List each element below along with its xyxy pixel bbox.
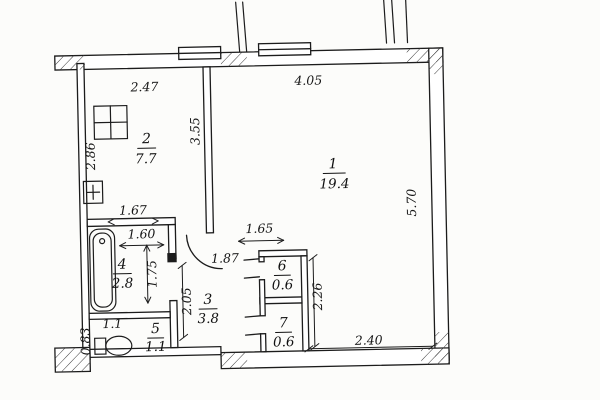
room-1-label: 1 19.4 (319, 156, 349, 193)
dim-2-47: 2.47 (129, 79, 158, 95)
dim-1-60: 1.60 (127, 226, 155, 242)
windows (177, 42, 312, 61)
room-4-label: 4 2.8 (111, 257, 134, 292)
dim-1-67: 1.67 (119, 202, 147, 218)
room-6-area: 0.6 (272, 277, 294, 293)
dim-4-05: 4.05 (293, 72, 322, 88)
kitchen-room1-wall (202, 66, 215, 234)
room-6-label: 6 0.6 (272, 258, 294, 293)
dim-2-86: 2.86 (83, 142, 99, 171)
room-2-number: 2 (141, 131, 151, 147)
top-wall (54, 47, 444, 71)
bathtub-icon (88, 228, 117, 312)
room-7-number: 7 (279, 315, 288, 331)
room-5-label: 5 1.1 (145, 321, 167, 355)
room-2-area: 7.7 (135, 151, 157, 167)
dim-3-55: 3.55 (187, 117, 203, 145)
room-labels: 1 19.4 2 7.7 3 3.8 4 2.8 5 (111, 131, 350, 355)
dim-5-70: 5.70 (404, 189, 420, 217)
bath-toilet-wall (88, 311, 171, 321)
room-4-area: 2.8 (111, 275, 134, 291)
closet7-door-leaf-top (244, 315, 261, 318)
wall-hatching (54, 47, 450, 373)
closet6-door-leaf-bottom (243, 276, 261, 279)
closet-top-wall (258, 249, 308, 258)
dim-line-1-67 (107, 217, 159, 226)
dim-line-2-05 (177, 261, 189, 342)
dim-2-26: 2.26 (310, 282, 326, 311)
dim-line-2-40 (304, 342, 438, 353)
door-arc-room1 (185, 234, 223, 270)
doors (167, 234, 262, 336)
dim-0-83: 0.83 (77, 327, 93, 355)
dim-line-1-60 (119, 241, 165, 250)
room-3-area: 3.8 (197, 311, 219, 327)
fixtures (82, 104, 133, 356)
dim-1-65: 1.65 (245, 221, 273, 237)
room-1-area: 19.4 (319, 176, 349, 193)
dim-2-40: 2.40 (354, 332, 383, 348)
closet-left-wall-c (259, 333, 267, 353)
room-5-area: 1.1 (145, 339, 167, 355)
kitchen-bath-wall (86, 216, 176, 228)
sink-icon (82, 180, 104, 205)
dim-line-1-75 (143, 244, 152, 304)
dim-1-75: 1.75 (144, 260, 160, 288)
door-stop-block (167, 252, 177, 263)
closet-divider-wall (259, 296, 303, 305)
dim-1-1: 1.1 (102, 316, 122, 331)
room-5-number: 5 (151, 321, 160, 337)
dim-2-05: 2.05 (179, 287, 195, 316)
dimension-lines (107, 217, 438, 353)
closet-left-wall-a (258, 256, 265, 263)
projection-lines (235, 0, 409, 53)
bath-hall-wall-lower (169, 299, 179, 349)
room-7-label: 7 0.6 (273, 315, 295, 350)
room-6-number: 6 (278, 258, 287, 274)
room-4-number: 4 (116, 257, 126, 273)
room-3-label: 3 3.8 (197, 292, 219, 327)
dim-1-87: 1.87 (211, 250, 239, 266)
closet-left-wall-b (258, 279, 266, 317)
closet6-door-leaf-top (243, 258, 260, 261)
toilet-icon (94, 335, 133, 356)
room-7-area: 0.6 (273, 334, 295, 350)
bottom-wall (220, 347, 450, 370)
left-wall (76, 62, 91, 361)
closet7-door-leaf-bottom (244, 333, 262, 336)
room-3-number: 3 (203, 292, 212, 308)
dimension-labels: 2.47 4.05 2.86 3.55 5.70 1.67 1.60 1.75 … (77, 72, 420, 355)
room-2-label: 2 7.7 (135, 131, 157, 167)
dim-line-1-65 (238, 236, 285, 245)
room-1-number: 1 (328, 156, 337, 172)
stove-icon (93, 104, 129, 140)
right-wall (427, 47, 450, 361)
